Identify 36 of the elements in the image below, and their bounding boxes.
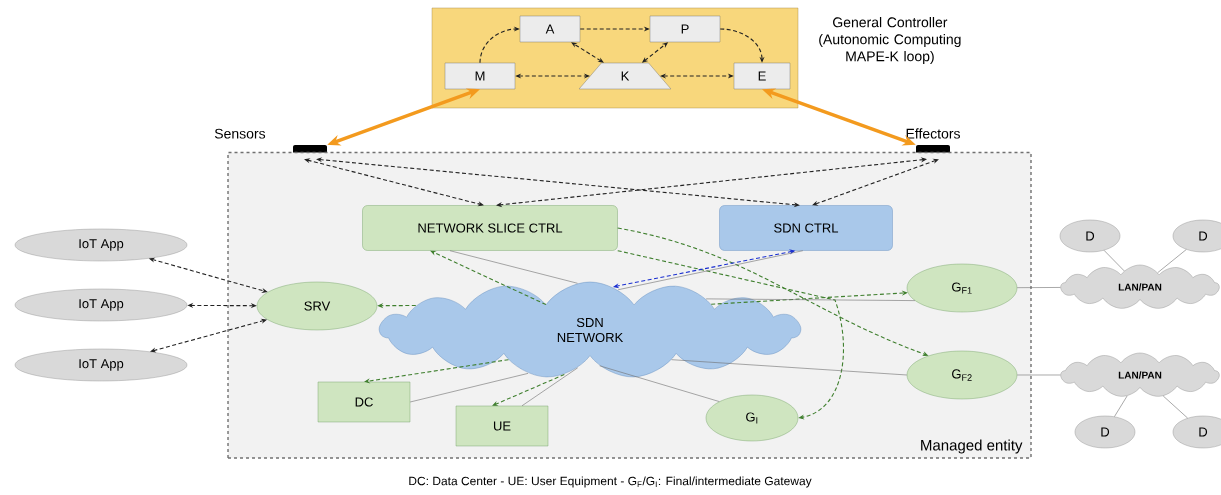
arrow [571, 42, 604, 63]
connector-line [705, 298, 916, 301]
connector-line [599, 365, 720, 402]
lan-cloud: LAN/PAN [1060, 352, 1220, 397]
controller-box: NETWORK SLICE CTRL [362, 205, 618, 251]
lan-cloud: LAN/PAN [1060, 264, 1220, 309]
connector-line [1103, 250, 1125, 272]
arrow [496, 157, 927, 208]
data-center-box: DC [317, 381, 411, 423]
controller-box: SDN CTRL [719, 205, 893, 251]
arrow [364, 359, 509, 384]
arrow [430, 250, 547, 306]
knowledge-trapezium: K [578, 62, 672, 90]
node-label: Sensors [214, 128, 266, 139]
process-box: M [444, 62, 516, 90]
arrow [710, 290, 908, 305]
node-label: General Controller (Autonomic Computing MAPE-K loop) [819, 17, 961, 65]
connector-line [1016, 374, 1061, 376]
connector-line [521, 367, 579, 407]
equipment-box: UE [455, 405, 549, 447]
connector-line [1016, 287, 1061, 288]
connector-line [409, 373, 529, 403]
arrow [492, 373, 565, 406]
connector-line [449, 250, 578, 284]
connector-line [1162, 395, 1188, 419]
node-label: Effectors [906, 128, 960, 139]
process-box: E [733, 62, 791, 90]
connector-line [1114, 395, 1128, 417]
network-cloud: SDN NETWORK [378, 281, 802, 378]
process-box: P [649, 15, 721, 43]
caption: DC: Data Center - UE: User Equipment - G$_{F}$/G$_{I}$: Final/intermediate Gateway [409, 476, 812, 488]
process-box: A [519, 15, 581, 43]
arrow [617, 250, 845, 420]
connector-line [1157, 249, 1187, 274]
arrow [812, 158, 939, 206]
connector-line [671, 359, 908, 376]
